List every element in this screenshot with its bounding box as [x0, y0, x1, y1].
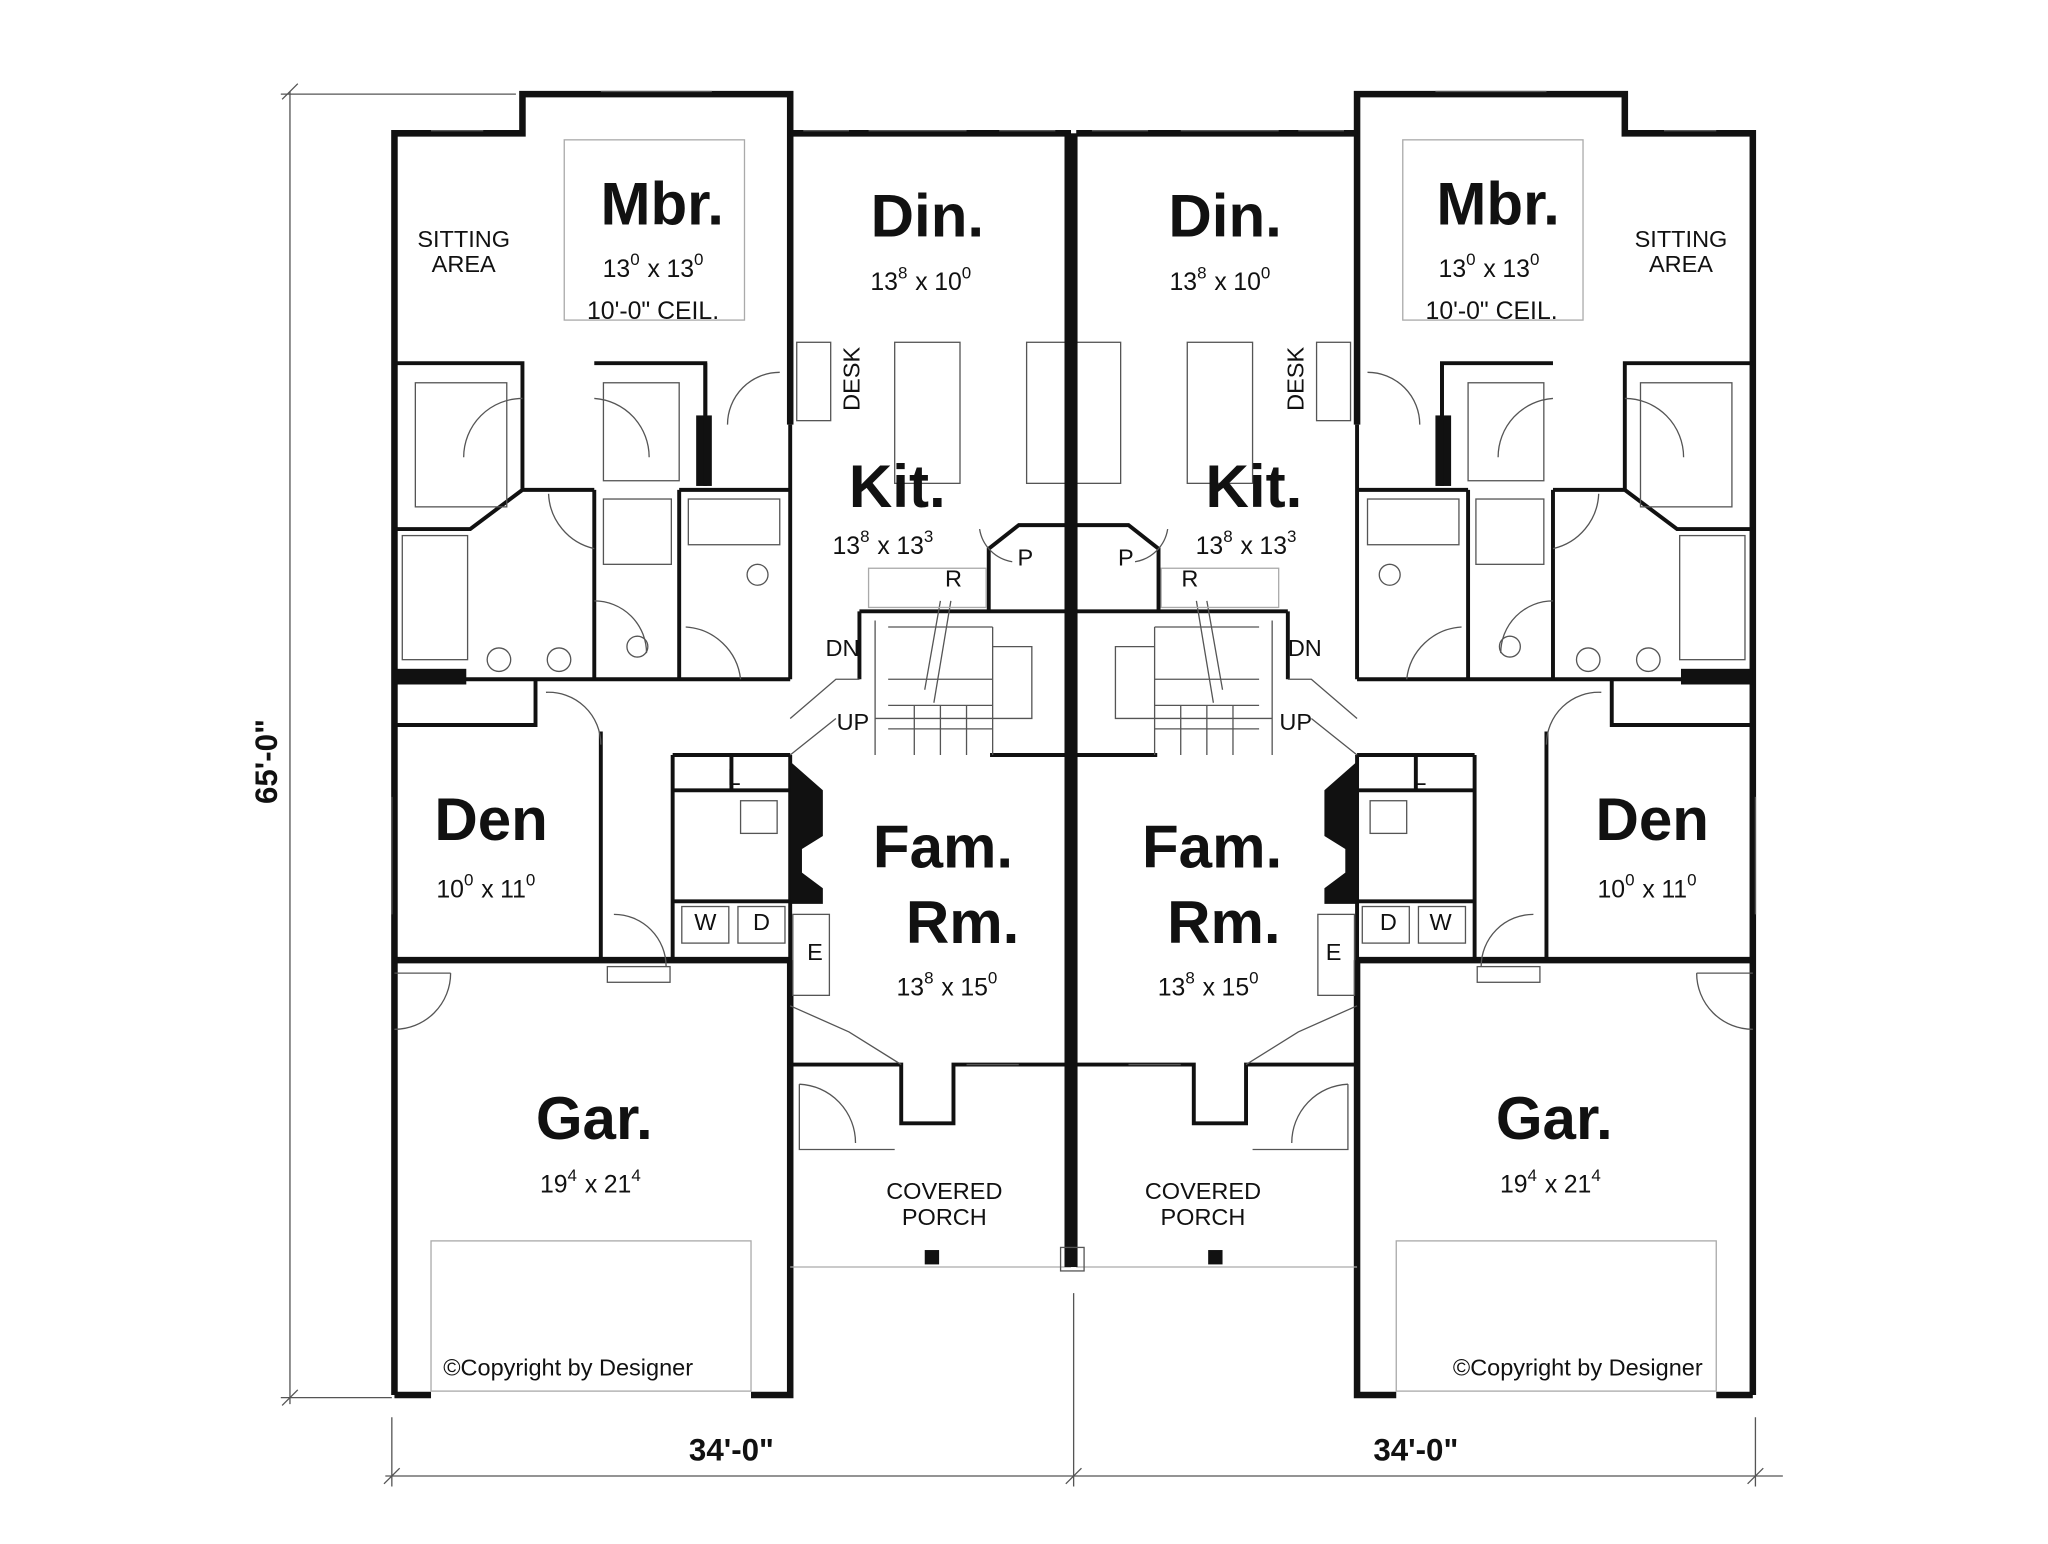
overall-depth: 65'-0"	[249, 719, 284, 804]
porch-label: COVERED	[886, 1178, 1002, 1204]
sitting-area-label: SITTING	[1635, 226, 1728, 252]
porch-label: COVERED	[1145, 1178, 1261, 1204]
room-kit: Kit.	[1205, 453, 1302, 520]
room-din: Din.	[871, 182, 984, 249]
room-mbr: Mbr.	[600, 171, 724, 238]
overall-width-right: 34'-0"	[1373, 1432, 1458, 1467]
mbr-ceiling-note: 10'-0" CEIL.	[1426, 298, 1558, 325]
overall-width-left: 34'-0"	[689, 1432, 774, 1467]
stair-down-label: DN	[1288, 635, 1322, 661]
stair-up-label: UP	[1279, 709, 1312, 735]
pantry-label: P	[1118, 545, 1134, 571]
entertainment-label: E	[807, 939, 823, 965]
room-fam: Fam.	[1142, 813, 1282, 880]
stair-down-label: DN	[825, 635, 859, 661]
room-kit: Kit.	[849, 453, 946, 520]
refrigerator-label: R	[1181, 566, 1198, 592]
entertainment-label: E	[1326, 939, 1342, 965]
desk-label: DESK	[838, 347, 864, 411]
room-fam-2: Rm.	[1167, 889, 1281, 956]
room-den: Den	[434, 786, 548, 853]
party-wall	[1064, 133, 1078, 1268]
dryer-label: D	[753, 909, 770, 935]
dryer-label: D	[1380, 909, 1397, 935]
room-mbr: Mbr.	[1436, 171, 1560, 238]
dimension-lines	[280, 83, 1783, 1487]
sitting-area-label: SITTING	[417, 226, 510, 252]
stair-up-label: UP	[837, 709, 870, 735]
porch-label-2: PORCH	[1161, 1204, 1246, 1230]
copyright-text: ©Copyright by Designer	[443, 1354, 693, 1380]
room-den: Den	[1595, 786, 1709, 853]
desk-label: DESK	[1283, 347, 1309, 411]
sitting-area-label-2: AREA	[1649, 251, 1713, 277]
sitting-area-label-2: AREA	[432, 251, 496, 277]
washer-label: W	[694, 909, 717, 935]
linen-label: L	[728, 764, 741, 790]
porch-label-2: PORCH	[902, 1204, 987, 1230]
mbr-ceiling-note: 10'-0" CEIL.	[587, 298, 719, 325]
room-gar: Gar.	[1496, 1085, 1613, 1152]
copyright-text: ©Copyright by Designer	[1453, 1354, 1703, 1380]
linen-label: L	[1413, 764, 1426, 790]
refrigerator-label: R	[945, 566, 962, 592]
pantry-label: P	[1017, 545, 1033, 571]
room-din: Din.	[1168, 182, 1281, 249]
washer-label: W	[1430, 909, 1453, 935]
room-fam: Fam.	[873, 813, 1013, 880]
room-fam-2: Rm.	[906, 889, 1020, 956]
room-gar: Gar.	[536, 1085, 653, 1152]
